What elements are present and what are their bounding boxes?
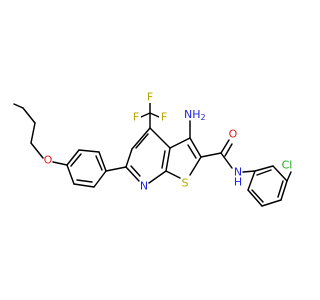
atom-nh2-n: NH	[184, 108, 201, 121]
bond-clph-6-double	[256, 169, 272, 176]
atom-pyridine-n: N	[140, 180, 148, 193]
bond-butyl-2	[30, 122, 36, 144]
bond-cf3-f-left	[140, 112, 151, 118]
bond-clph-5	[272, 165, 288, 182]
atom-ether-o: O	[44, 154, 53, 167]
bond-boph-o	[52, 161, 68, 166]
bond-carbonyl-o	[220, 139, 230, 154]
bond-n-aryl	[242, 170, 256, 173]
bond-c3a-c3	[169, 137, 191, 149]
atom-nh2: NH2	[184, 108, 206, 122]
bond-boph-1	[98, 151, 107, 172]
bond-boph-3	[66, 149, 80, 166]
bond-clph-1	[247, 170, 256, 191]
bond-carbonyl-n	[220, 152, 233, 169]
bond-clph-6	[254, 165, 274, 172]
bond-c2-s1	[189, 156, 202, 176]
bond-boph-6	[93, 170, 107, 188]
bond-clph-cl	[286, 171, 292, 182]
atom-f-right: F	[161, 111, 167, 124]
bond-clph-4	[280, 180, 288, 201]
bond-s1-c7a	[165, 170, 181, 179]
bond-clph-2	[247, 189, 263, 207]
bond-boph-2	[78, 149, 100, 153]
bond-c5-c6	[125, 148, 133, 168]
bond-butyl-3	[22, 107, 36, 124]
bond-c2-carbonyl	[200, 152, 222, 158]
bond-c6-n7-double	[130, 165, 141, 177]
bond-n7-c7a	[148, 170, 167, 184]
bond-carbonyl-o-double	[224, 143, 233, 157]
bond-boph-5-double	[76, 179, 93, 183]
atom-amide-n: N	[234, 166, 242, 179]
atom-label-layer: F F F NH2 O N S N H O Cl	[44, 91, 293, 193]
bond-c4-c5-double	[135, 133, 149, 149]
bond-o-ch2	[30, 142, 44, 159]
bond-c7a-c3a-double	[161, 150, 166, 169]
atom-f-top: F	[147, 91, 153, 104]
bond-c3-c2-double	[187, 144, 197, 159]
bond-clph-2-double	[251, 189, 264, 203]
label-mask-f-right	[159, 111, 169, 123]
molecule-canvas: F F F NH2 O N S N H O Cl	[13, 90, 293, 207]
atom-thiophene-s: S	[182, 177, 189, 190]
bond-c4-c3a	[149, 127, 171, 149]
bond-boph-1-double	[95, 155, 103, 171]
atom-amide-h: H	[234, 176, 242, 189]
bond-c3-c2	[189, 137, 202, 158]
bond-clph-4-double	[277, 180, 284, 198]
bond-clph-3	[261, 199, 282, 207]
bond-boph-5	[73, 183, 95, 188]
bond-layer	[13, 101, 292, 207]
atom-cl: Cl	[282, 159, 293, 172]
bond-c7a-c3a	[165, 147, 171, 172]
label-mask-f-left	[131, 111, 141, 123]
bond-boph-3-double	[70, 153, 82, 167]
atom-amide-o: O	[229, 128, 238, 141]
atom-nh2-subscript: 2	[201, 113, 206, 122]
bond-boph-4	[66, 164, 75, 185]
bond-c6-aryl	[105, 166, 127, 172]
atom-f-left: F	[133, 111, 139, 124]
bond-cf3-f-right	[149, 112, 160, 118]
molecule-structure: F F F NH2 O N S N H O Cl	[13, 91, 293, 207]
bond-c4-c5	[131, 127, 151, 150]
label-mask-f-top	[145, 91, 155, 103]
bond-c6-n7	[125, 166, 140, 182]
bond-butyl-4	[13, 103, 24, 109]
